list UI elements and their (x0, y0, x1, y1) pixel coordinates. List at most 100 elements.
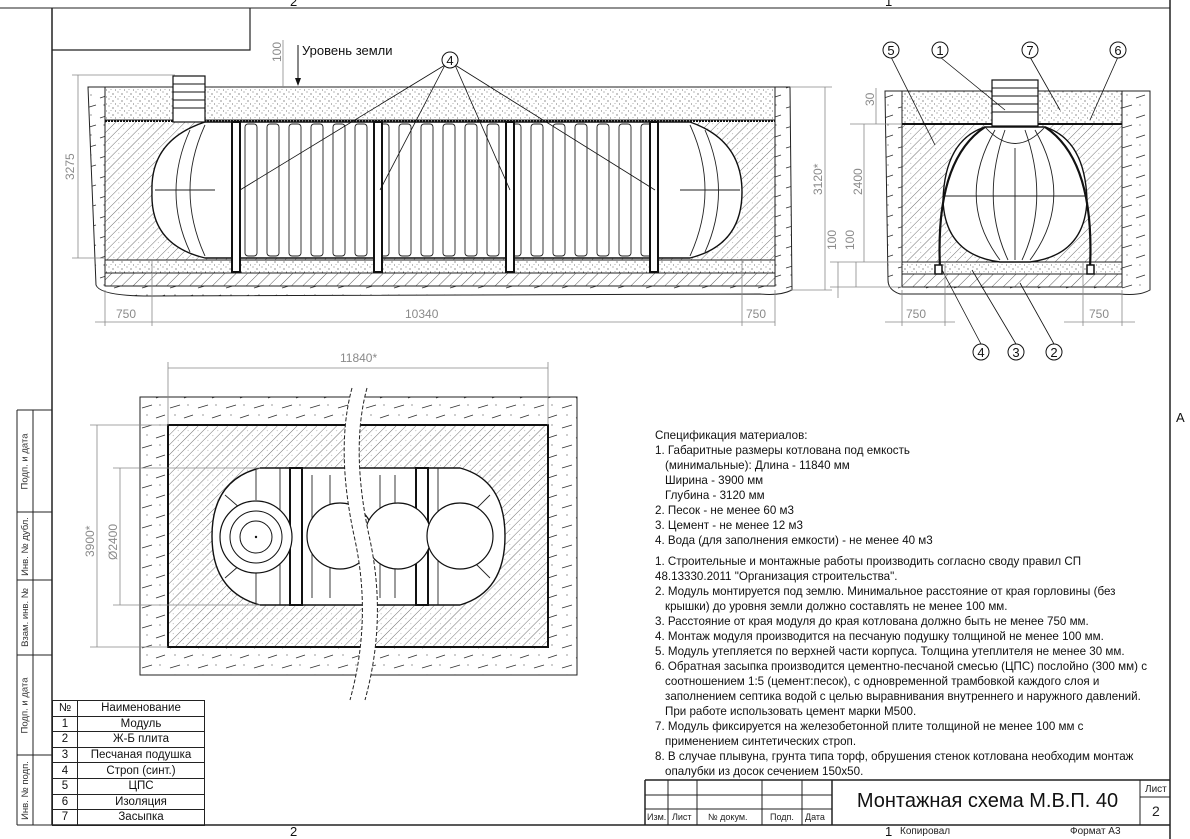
tank-rib (552, 123, 566, 257)
dim-right-gap: 750 (1089, 307, 1109, 321)
callout-4: 4 (446, 53, 453, 68)
col-date: Дата (805, 812, 825, 822)
callout-number: 5 (887, 43, 894, 58)
header-number: № (52, 700, 78, 717)
note-line: 2. Модуль монтируется под землю. Минимал… (655, 585, 1116, 598)
material-line: 4. Вода (для заполнения емкости) - не ме… (655, 534, 933, 547)
stamp-replacement-no: Взам. инв. № (19, 588, 31, 647)
callout-number: 3 (1012, 345, 1019, 360)
callout-number: 6 (1114, 43, 1121, 58)
tank-rib (332, 123, 346, 257)
part-name: Засыпка (77, 809, 205, 826)
ground-level-label: Уровень земли (302, 43, 393, 58)
cross-section (830, 56, 1151, 345)
sheet-label: Лист (1145, 784, 1167, 795)
zone-marker: A (1176, 410, 1185, 425)
zone-marker: 1 (885, 0, 892, 9)
tank-rib (486, 123, 500, 257)
tank-rib (420, 123, 434, 257)
dim-left-gap: 750 (906, 307, 926, 321)
header-name: Наименование (77, 700, 205, 717)
tank-rib (442, 123, 456, 257)
callout-number: 4 (977, 345, 984, 360)
note-line: применением синтетических строп. (665, 735, 857, 748)
note-line: заполнением септика водой с целью выравн… (665, 690, 1141, 703)
dim-right-gap: 750 (746, 307, 766, 321)
table-header: № Наименование (52, 700, 205, 717)
dim-tank-height: 2400 (851, 168, 865, 195)
tank-rib (574, 123, 588, 257)
zone-marker: 1 (885, 824, 892, 839)
dim-depth: 3120* (811, 163, 825, 195)
note-line: соотношением 1:5 (цемент:песок), с однов… (665, 675, 1100, 688)
stamp-signature-date: Подп. и дата (19, 433, 31, 489)
part-number: 2 (52, 731, 78, 748)
callout-number: 2 (1050, 345, 1057, 360)
part-name: Ж-Б плита (77, 731, 205, 748)
tank-rib (398, 123, 412, 257)
dim-insulation: 30 (863, 92, 877, 106)
callout-number: 7 (1026, 43, 1033, 58)
tank-rib (618, 123, 632, 257)
callout-circle (882, 41, 900, 59)
title-block-grid (644, 779, 1170, 825)
dim-sand: 100 (843, 230, 857, 250)
specification-notes: Спецификация материалов: 1. Габаритные р… (655, 428, 1175, 779)
sheet-number: 2 (1152, 803, 1160, 819)
note-line: крышки) до уровня земли должно составлят… (665, 600, 1008, 613)
callout-circle (1045, 343, 1063, 361)
part-number: 5 (52, 777, 78, 795)
stamp-original-no: Инв. № подп. (19, 760, 31, 820)
part-number: 7 (52, 809, 78, 826)
callout-circle (1109, 41, 1127, 59)
part-number: 4 (52, 762, 78, 779)
plan-view (90, 362, 578, 701)
material-line: Глубина - 3120 мм (665, 489, 765, 502)
callout-number: 1 (936, 43, 943, 58)
dim-pit-width: 3900* (83, 525, 97, 557)
callout-circle (1021, 41, 1039, 59)
dim-tank-diameter: Ø2400 (106, 524, 120, 560)
stamp-signature-date-2: Подп. и дата (19, 677, 31, 733)
part-name: Изоляция (77, 793, 205, 811)
material-line: 2. Песок - не менее 60 м3 (655, 504, 794, 517)
note-line: 1. Строительные и монтажные работы произ… (655, 555, 1082, 568)
callout-circle (931, 41, 949, 59)
zone-marker: 2 (290, 824, 297, 839)
spec-title: Спецификация материалов: (655, 429, 808, 442)
part-name: ЦПС (77, 777, 205, 795)
dim-top-cover: 100 (270, 42, 284, 62)
note-line: 7. Модуль фиксируется на железобетонной … (655, 720, 1084, 733)
tank-rib (266, 123, 280, 257)
part-name: Строп (синт.) (77, 762, 205, 779)
zone-marker: 2 (290, 0, 297, 9)
note-line: 3. Расстояние от края модуля до края кот… (655, 615, 1089, 628)
format-label: Формат А3 (1070, 826, 1121, 837)
tank-rib (596, 123, 610, 257)
note-line: 8. В случае плывуна, грунта типа торф, о… (655, 750, 1134, 763)
part-number: 6 (52, 793, 78, 811)
note-line: опалубки из досок сечением 150х50. (665, 765, 864, 778)
material-line: 3. Цемент - не менее 12 м3 (655, 519, 803, 532)
part-number: 1 (52, 715, 78, 733)
material-line: 1. Габаритные размеры котлована под емко… (655, 444, 910, 457)
tank-rib (310, 123, 324, 257)
callout-circle (1007, 343, 1025, 361)
note-line: 5. Модуль утепляется по верхней части ко… (655, 645, 1125, 658)
longitudinal-section: 4 (72, 40, 832, 326)
dim-length: 10340 (405, 307, 439, 321)
note-line: 4. Монтаж модуля производится на песчану… (655, 630, 1104, 643)
part-number: 3 (52, 746, 78, 764)
tank-rib (464, 123, 478, 257)
col-change: Изм. (647, 812, 667, 822)
tank-rib (530, 123, 544, 257)
